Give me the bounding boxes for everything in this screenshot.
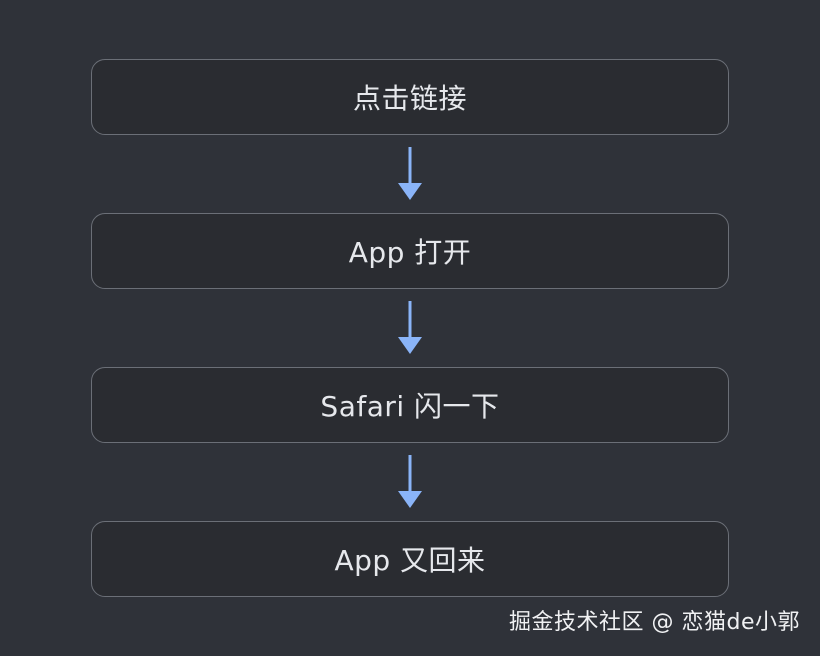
- step-app-returns: App 又回来: [91, 521, 729, 597]
- arrow-down-icon: [398, 301, 422, 354]
- step-app-open: App 打开: [91, 213, 729, 289]
- arrow-down-icon: [398, 147, 422, 200]
- step-click-link: 点击链接: [91, 59, 729, 135]
- arrow-down-icon: [398, 455, 422, 508]
- watermark: 掘金技术社区 @ 恋猫de小郭: [509, 610, 800, 635]
- step-safari-flash: Safari 闪一下: [91, 367, 729, 443]
